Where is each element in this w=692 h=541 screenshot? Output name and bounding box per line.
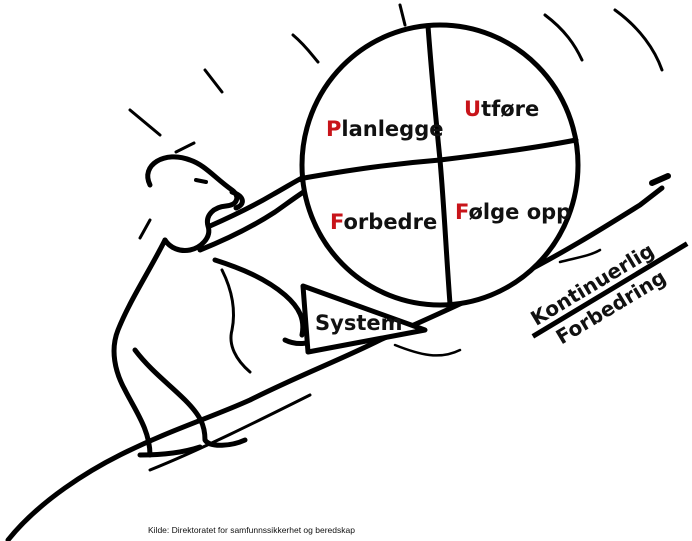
wedge-label: System	[315, 311, 402, 335]
wedge-shape	[300, 283, 428, 355]
figure-leg-back	[132, 347, 248, 448]
hill-tip	[649, 173, 671, 186]
slope-label-underline	[531, 241, 689, 339]
hill	[5, 173, 671, 541]
figure-leg-front	[212, 257, 306, 338]
figure-torso-shadow	[220, 268, 252, 374]
quadrant-check: Følge opp	[455, 200, 571, 224]
hill-crack	[393, 343, 462, 357]
source-credit: Kilde: Direktoratet for samfunnssikkerhe…	[148, 525, 355, 535]
pdca-wheel: Planlegge Utføre Forbedre Følge opp	[299, 22, 581, 308]
hill-crack	[558, 248, 602, 264]
pushing-figure	[111, 154, 333, 458]
motion-marks	[128, 3, 664, 240]
figure-eye	[194, 178, 208, 184]
hill-outline	[5, 185, 665, 541]
system-wedge: System	[300, 283, 428, 355]
quadrant-plan: Planlegge	[326, 117, 443, 141]
wheel-divider-horizontal	[301, 137, 579, 181]
quadrant-do: Utføre	[464, 97, 539, 121]
figure-nose	[229, 189, 245, 211]
hill-edge-lower	[148, 393, 312, 472]
figure-head	[145, 154, 240, 253]
figure-foot-back	[137, 444, 203, 458]
figure-arm-lower	[197, 180, 321, 253]
quadrant-act: Forbedre	[330, 210, 437, 234]
figure-back	[111, 237, 168, 458]
